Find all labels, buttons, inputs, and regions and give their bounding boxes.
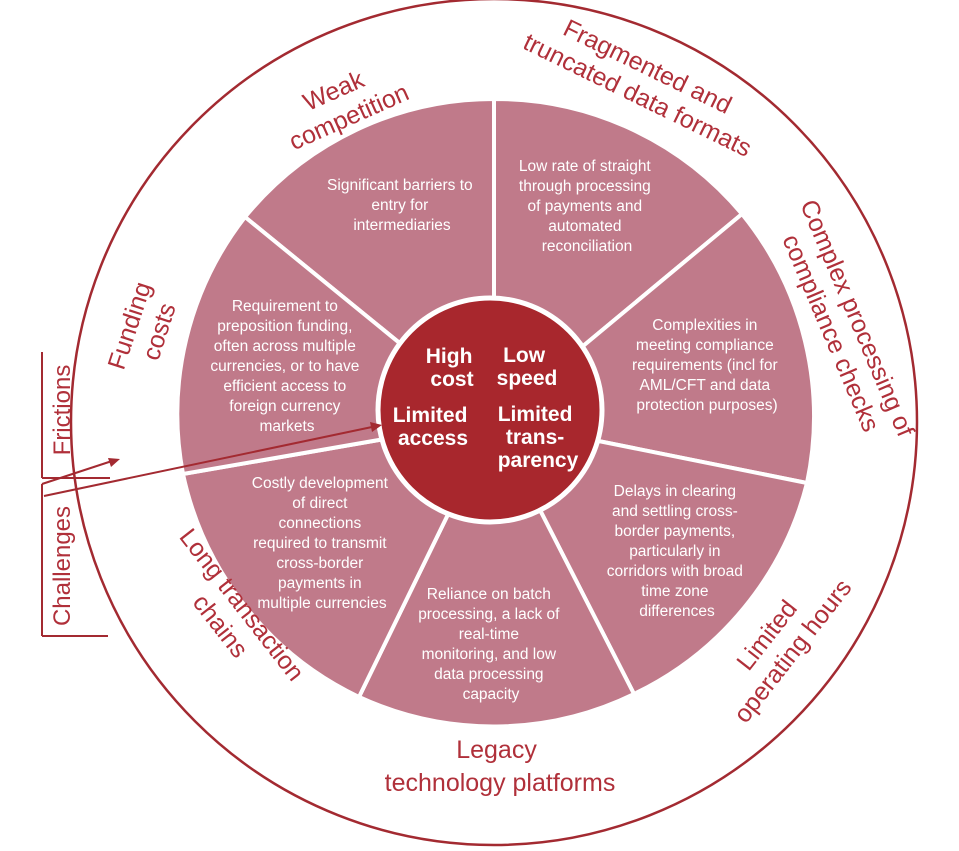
segment-text-limited-operating-hours: Delays in clearing and settling cross- b… xyxy=(607,483,747,620)
ring-label-funding: Funding costs xyxy=(103,272,188,382)
core-high-cost: High cost xyxy=(426,345,479,391)
segment-text-funding-costs: Requirement to preposition funding, ofte… xyxy=(210,298,363,435)
core-circle xyxy=(375,295,605,525)
segment-text-long-transaction-chains: Costly development of direct connections… xyxy=(252,475,392,612)
segment-text-fragmented-data-formats: Low rate of straight through processing … xyxy=(519,158,655,255)
core-low-speed: Low speed xyxy=(497,344,558,390)
segment-text-legacy-technology: Reliance on batch processing, a lack of … xyxy=(418,586,564,703)
side-label-frictions: Frictions xyxy=(49,365,76,456)
core-limited-access: Limited access xyxy=(393,404,474,450)
outer-ring xyxy=(69,0,919,847)
svg-text:Funding costs: Funding costs xyxy=(103,272,188,382)
arrow-challenges xyxy=(43,422,382,497)
segment-text-weak-competition: Significant barriers to entry for interm… xyxy=(327,177,477,234)
segment-text-complex-compliance: Complexities in meeting compliance requi… xyxy=(632,317,782,414)
core-limited-transparency: Limited trans- parency xyxy=(498,403,579,472)
arrow-frictions xyxy=(41,458,120,485)
ring-label-legacy: Legacy technology platforms xyxy=(385,736,616,797)
side-label-challenges: Challenges xyxy=(49,506,76,626)
wedge-legacy-technology xyxy=(356,415,637,729)
